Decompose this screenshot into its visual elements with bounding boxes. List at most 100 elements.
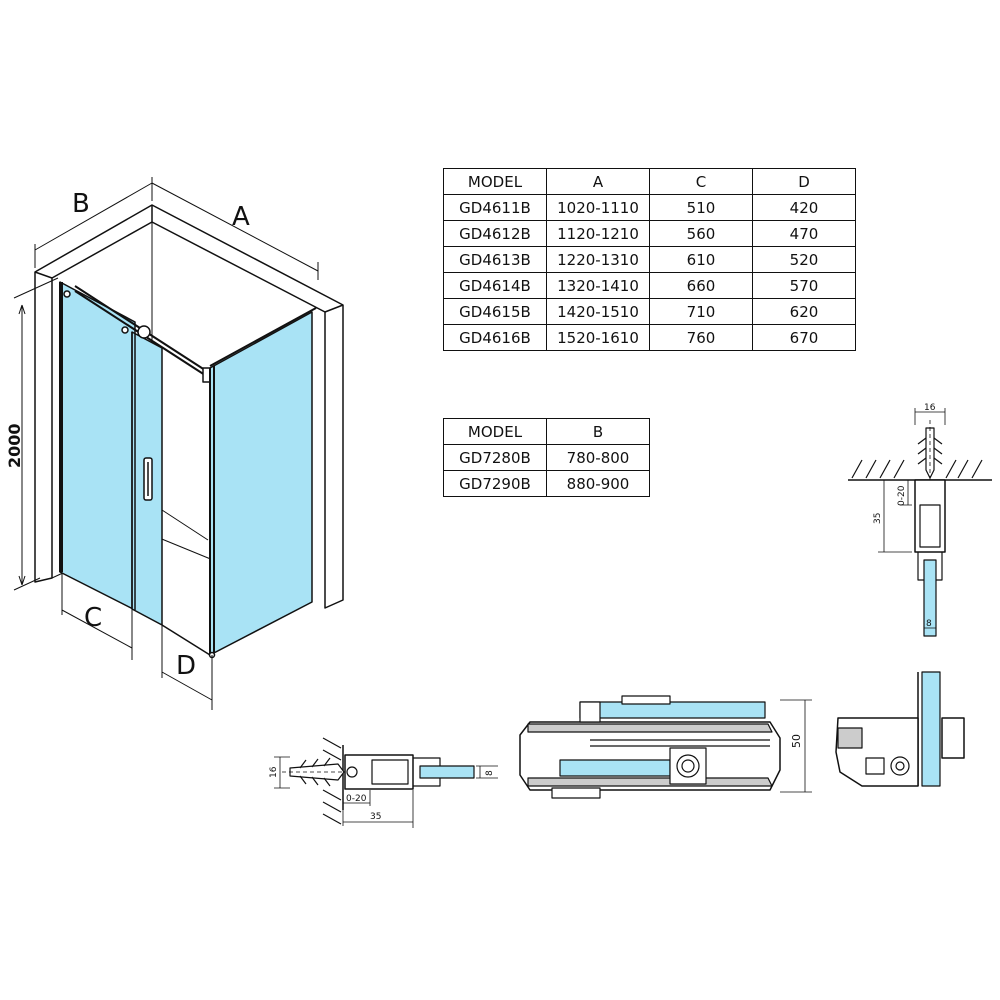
dim-35-right [878,480,912,553]
label-c: C [84,603,102,633]
side-panel-top [209,307,317,367]
spec-table-b: MODEL B GD7280B 780-800 GD7290B 880-900 [443,418,650,497]
table-cell: 1020-1110 [546,194,650,221]
seal [917,552,943,581]
roller-wheel [676,754,700,778]
glass-wall-strip [419,765,475,779]
anchor-plug [925,427,935,479]
table-cell: GD7290B [443,470,547,497]
dim-16-left-label: 16 [269,766,279,778]
wall-anchor-teeth [299,757,331,787]
roller-wheel-hub [681,759,695,773]
table-cell: 1220-1310 [546,246,650,273]
glass-lower [559,759,671,777]
table-cell: 670 [752,324,856,351]
dim-35-left-label: 35 [370,812,381,822]
table-header-cell: MODEL [443,168,547,195]
table-cell: GD4616B [443,324,547,351]
wall-screw-head [346,766,358,778]
guide-wheel [890,756,910,776]
table-cell: 760 [649,324,753,351]
dim-8-left [476,765,498,779]
roller-top-plate [527,723,773,733]
wall-top-edge [34,205,344,313]
ceiling-hatching [851,459,983,479]
table-cell: 560 [649,220,753,247]
guide-plate [837,727,863,749]
table-cell: GD4611B [443,194,547,221]
upper-clamp-left [579,701,601,723]
table-cell: 620 [752,298,856,325]
guide-clip [865,757,885,775]
anchor-teeth [917,437,943,465]
wall-bracket-icon [63,290,71,298]
wall-seal [413,757,441,787]
table-row: GD4615B 1420-1510 710 620 [443,298,856,325]
glass-top-strip [923,559,937,637]
dim-0-20-left-label: 0-20 [346,794,367,804]
table-header-row: MODEL B [443,418,650,445]
guide-wheel-hub [895,761,905,771]
spec-table-a: MODEL A C D GD4611B 1020-1110 510 420 GD… [443,168,856,351]
table-header-row: MODEL A C D [443,168,856,195]
table-cell: 610 [649,246,753,273]
dim-16-top-label: 16 [924,403,936,413]
detail-ceiling: 16 0-20 35 8 [848,403,992,637]
table-cell: 1420-1510 [546,298,650,325]
table-row: GD7280B 780-800 [443,444,650,471]
dim-8-left-label: 8 [485,770,495,776]
glass-side-panel [209,311,313,656]
table-header-cell: C [649,168,753,195]
guide-glass [921,671,941,787]
label-b: B [72,189,90,219]
table-cell: GD4612B [443,220,547,247]
table-row: GD7290B 880-900 [443,470,650,497]
table-cell: 660 [649,272,753,299]
dim-50 [780,699,812,793]
table-cell: 570 [752,272,856,299]
wall-hatching [322,737,342,825]
table-cell: 470 [752,220,856,247]
dim-50-label: 50 [790,734,803,748]
table-cell: 420 [752,194,856,221]
door-edge [131,332,136,610]
side-panel-bottom [161,624,211,656]
label-a: A [232,202,250,232]
table-cell: 880-900 [546,470,650,497]
table-row: GD4616B 1520-1610 760 670 [443,324,856,351]
wall-profile [344,754,414,790]
roller-slot [590,739,770,747]
wall-profile-inner [371,759,409,785]
table-cell: 1520-1610 [546,324,650,351]
dim-35-right-label: 35 [873,513,883,524]
table-cell: 780-800 [546,444,650,471]
table-cell: 1320-1410 [546,272,650,299]
dim-height-line [13,277,59,591]
table-row: GD4611B 1020-1110 510 420 [443,194,856,221]
guide-bracket-right [941,717,965,759]
label-height: 2000 [5,423,24,468]
table-row: GD4614B 1320-1410 660 570 [443,272,856,299]
dim-35-left [343,790,414,828]
side-panel-edge [209,366,215,655]
dim-d-line [161,625,213,710]
table-cell: GD4614B [443,272,547,299]
top-profile-inner [919,504,941,548]
table-cell: GD4615B [443,298,547,325]
table-cell: 510 [649,194,753,221]
dim-0-20-right-label: 0-20 [897,485,907,506]
dim-height-arrows [18,304,26,586]
dim-8-right [923,620,937,632]
table-cell: 520 [752,246,856,273]
table-row: GD4612B 1120-1210 560 470 [443,220,856,247]
dim-16-top [914,408,946,425]
table-header-cell: A [546,168,650,195]
detail-wall: 16 8 0-20 35 [269,737,498,828]
roller-icon-2 [121,326,129,334]
dim-b-line [34,177,153,268]
glass-upper [579,701,766,719]
table-cell: GD4613B [443,246,547,273]
table-row: GD4613B 1220-1310 610 520 [443,246,856,273]
dim-16-left [274,756,290,789]
